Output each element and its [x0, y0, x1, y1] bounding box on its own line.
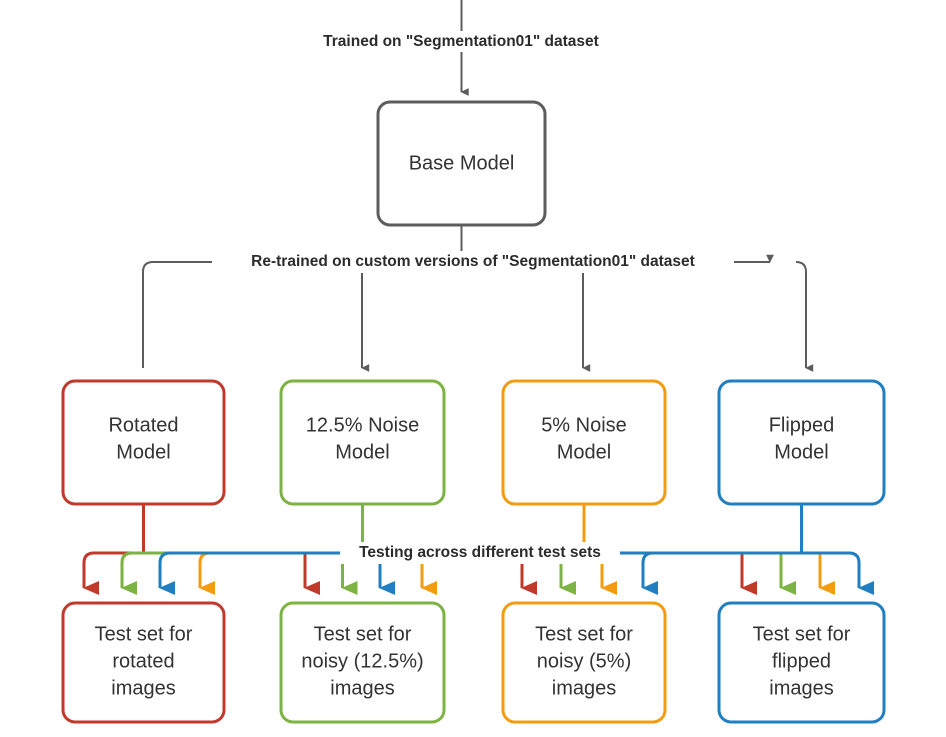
edge-flipped-to-testset-noisy5	[641, 551, 802, 595]
node-noise-5-model[interactable]: 5% Noise Model	[501, 379, 667, 506]
retrain-branch-rotated	[142, 254, 774, 368]
flipped-model-label-line-2: Model	[774, 441, 828, 463]
noise-125-model-label-line-1: 12.5% Noise	[306, 414, 419, 436]
node-testset-flipped[interactable]: Test set for flipped images	[717, 601, 886, 724]
edge-rotated-to-testset-noisy125	[143, 551, 320, 595]
noise-5-model-label-line-1: 5% Noise	[541, 414, 627, 436]
edge-testing-label-group: Testing across different test sets	[340, 542, 620, 564]
noise-5-model-label-line-2: Model	[557, 441, 611, 463]
noise-125-model-label-line-2: Model	[335, 441, 389, 463]
testset-rotated-label-line-3: images	[111, 677, 175, 699]
node-testset-noisy-5[interactable]: Test set for noisy (5%) images	[501, 601, 667, 724]
edge-retrained-group: Re-trained on custom versions of "Segmen…	[142, 225, 814, 372]
testset-flipped-label-line-2: flipped	[772, 650, 831, 672]
testset-noisy-5-box[interactable]	[501, 601, 667, 724]
edge-flipped-to-testset-rotated	[158, 551, 802, 595]
edge-rotated-to-testset-rotated	[82, 551, 144, 595]
edge-trained-on: Trained on "Segmentation01" dataset	[300, 0, 624, 96]
edge-retrained-label: Re-trained on custom versions of "Segmen…	[251, 253, 695, 270]
testset-noisy-125-box[interactable]	[279, 601, 446, 724]
testset-flipped-label-line-3: images	[769, 677, 833, 699]
rotated-model-label-line-1: Rotated	[108, 414, 178, 436]
testset-noisy-125-label-line-1: Test set for	[314, 623, 412, 645]
edge-trained-label-bg	[300, 31, 624, 52]
testset-flipped-box[interactable]	[717, 601, 886, 724]
edge-noise125-to-testset-rotated	[120, 551, 363, 595]
edge-testing-label-bg	[340, 542, 620, 564]
node-testset-rotated[interactable]: Test set for rotated images	[61, 601, 226, 724]
base-model-label: Base Model	[409, 152, 515, 174]
testset-rotated-box[interactable]	[61, 601, 226, 724]
edge-trained-label: Trained on "Segmentation01" dataset	[323, 33, 599, 50]
testset-noisy-5-label-line-3: images	[552, 677, 616, 699]
flipped-model-label-line-1: Flipped	[769, 414, 835, 436]
rotated-model-label-line-2: Model	[116, 441, 170, 463]
edge-testing-label: Testing across different test sets	[359, 544, 601, 561]
testset-noisy-125-label-line-3: images	[330, 677, 394, 699]
edge-flipped-to-testset-flipped	[801, 551, 874, 595]
node-rotated-model[interactable]: Rotated Model	[61, 379, 226, 506]
edge-retrained-label-bg	[212, 251, 734, 273]
node-noise-125-model[interactable]: 12.5% Noise Model	[279, 379, 446, 506]
node-flipped-model[interactable]: Flipped Model	[717, 379, 886, 506]
testset-rotated-label-line-1: Test set for	[95, 623, 193, 645]
testset-noisy-125-label-line-2: noisy (12.5%)	[301, 650, 423, 672]
node-testset-noisy-125[interactable]: Test set for noisy (12.5%) images	[279, 601, 446, 724]
testset-noisy-5-label-line-2: noisy (5%)	[537, 650, 631, 672]
testset-flipped-label-line-1: Test set for	[753, 623, 851, 645]
node-base-model[interactable]: Base Model	[376, 100, 547, 227]
testset-noisy-5-label-line-1: Test set for	[535, 623, 633, 645]
testset-rotated-label-line-2: rotated	[112, 650, 174, 672]
retrain-branch-flipped	[795, 261, 814, 372]
